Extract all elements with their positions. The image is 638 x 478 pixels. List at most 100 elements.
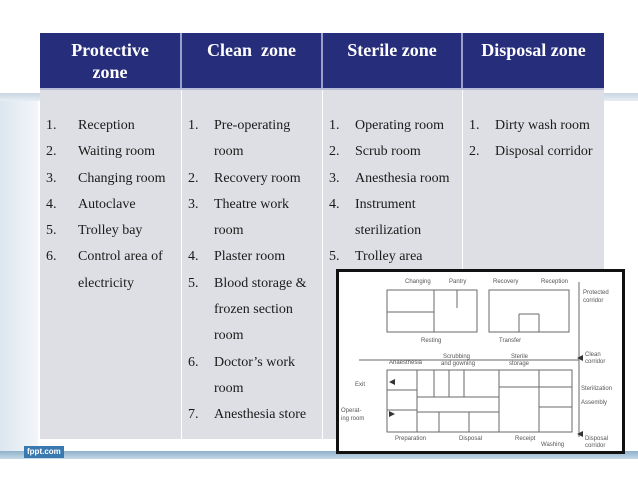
item-text: Disposal corridor bbox=[495, 144, 593, 160]
plan-label-clean-corridor: Clean bbox=[585, 352, 601, 358]
plan-label-reception: Reception bbox=[541, 279, 568, 285]
plan-label-pantry: Pantry bbox=[449, 279, 466, 285]
item-text: Theatre work bbox=[214, 196, 290, 212]
list-item: 6. Doctor’s work room bbox=[188, 350, 320, 403]
svg-text:storage: storage bbox=[509, 361, 530, 367]
item-text: Changing room bbox=[78, 170, 166, 186]
item-text: Reception bbox=[78, 118, 135, 133]
item-number: 1. bbox=[188, 118, 199, 133]
item-number: 4. bbox=[188, 249, 199, 265]
item-text: Scrub room bbox=[355, 144, 421, 160]
item-number: 5. bbox=[188, 275, 199, 291]
item-text: frozen section bbox=[214, 302, 293, 318]
plan-label-operating-room: Operat- bbox=[341, 408, 361, 414]
list-item: 2. Waiting room bbox=[46, 139, 180, 165]
plan-label-resting: Resting bbox=[421, 338, 441, 344]
list-item: 4.Plaster room bbox=[188, 244, 320, 270]
sterile-zone-list: 1. Operating room 2. Scrub room 3.Anesthesia… bbox=[329, 113, 461, 271]
plan-label-transfer: Transfer bbox=[499, 338, 521, 344]
item-number: 1. bbox=[329, 118, 340, 133]
plan-label-disposal: Disposal bbox=[459, 436, 482, 442]
item-text: Operating room bbox=[355, 118, 445, 133]
plan-label-sterilization: Sterilization bbox=[581, 386, 612, 392]
plan-label-anaesthesia: Anaesthesia bbox=[389, 360, 423, 366]
item-text: Dirty wash room bbox=[495, 118, 590, 133]
floor-plan-diagram: Changing Pantry Recovery Reception Prote… bbox=[336, 269, 625, 454]
item-number: 2. bbox=[329, 144, 340, 160]
item-number: 1. bbox=[46, 118, 57, 133]
slide-decoration-left bbox=[0, 101, 38, 451]
list-item: 2. Recovery room bbox=[188, 166, 320, 192]
item-number: 6. bbox=[46, 249, 57, 265]
list-item: 1.Dirty wash room bbox=[469, 113, 603, 139]
plan-label-disposal-corridor: Disposal bbox=[585, 436, 608, 442]
list-item: 4. Instrument sterilization bbox=[329, 192, 461, 245]
item-number: 4. bbox=[46, 196, 57, 212]
list-item: 5. Trolley area bbox=[329, 244, 461, 270]
item-text: Recovery room bbox=[214, 170, 301, 186]
plan-label-protected-corridor: Protected bbox=[583, 290, 609, 296]
item-text: sterilization bbox=[355, 223, 422, 239]
list-item: 2. Scrub room bbox=[329, 139, 461, 165]
item-text: room bbox=[214, 144, 244, 160]
item-text: room bbox=[214, 328, 244, 344]
list-item: 6. Control area of bbox=[46, 244, 180, 270]
item-text: Control area of bbox=[78, 249, 163, 265]
list-item: 5. Blood storage & frozen section room bbox=[188, 271, 320, 350]
item-text: Trolley area bbox=[355, 249, 423, 265]
plan-label-receipt: Receipt bbox=[515, 436, 536, 442]
svg-text:corridor: corridor bbox=[585, 359, 605, 365]
item-text: Autoclave bbox=[78, 196, 136, 212]
item-text: Doctor’s work bbox=[214, 354, 296, 370]
item-number: 3. bbox=[46, 170, 57, 186]
item-text: Instrument bbox=[355, 196, 416, 212]
plan-label-changing: Changing bbox=[405, 279, 431, 285]
list-item: 7.Anesthesia store bbox=[188, 402, 320, 428]
list-item: 1. Pre-operating room bbox=[188, 113, 320, 166]
list-item: 3. Changing room bbox=[46, 166, 180, 192]
svg-text:corridor: corridor bbox=[583, 298, 603, 304]
item-text: room bbox=[214, 380, 244, 396]
list-item: 1. Reception bbox=[46, 113, 180, 139]
item-text: Pre-operating bbox=[214, 118, 291, 133]
item-number: 2. bbox=[46, 144, 57, 160]
protective-zone-list: 1. Reception 2. Waiting room 3. Changing room… bbox=[46, 113, 180, 297]
item-text: Trolley bay bbox=[78, 223, 143, 239]
plan-label-washing: Washing bbox=[541, 442, 564, 448]
item-number: 2. bbox=[469, 144, 480, 160]
plan-label-preparation: Preparation bbox=[395, 436, 426, 442]
list-item: 2. Disposal corridor bbox=[469, 139, 603, 165]
plan-label-exit: Exit bbox=[355, 382, 365, 388]
item-number: 5. bbox=[46, 223, 57, 239]
item-number: 2. bbox=[188, 170, 199, 186]
item-number: 5. bbox=[329, 249, 340, 265]
fppt-logo: fppt.com bbox=[24, 446, 64, 458]
list-item: 4. Autoclave bbox=[46, 192, 180, 218]
header-sterile-zone: Sterile zone bbox=[323, 33, 461, 88]
item-text: Anesthesia store bbox=[214, 407, 307, 423]
disposal-zone-list: 1.Dirty wash room 2. Disposal corridor bbox=[469, 113, 603, 166]
item-text: Anesthesia room bbox=[355, 170, 450, 186]
plan-label-sterile-storage: Sterile bbox=[511, 354, 529, 360]
slide-decoration-bottom bbox=[0, 451, 638, 459]
list-item: 3.Anesthesia room bbox=[329, 166, 461, 192]
header-clean-zone: Clean zone bbox=[182, 33, 321, 88]
item-text: room bbox=[214, 223, 244, 239]
item-text-continued: electricity bbox=[78, 275, 134, 291]
floor-plan-drawing: Changing Pantry Recovery Reception Prote… bbox=[341, 279, 612, 449]
list-item: 1. Operating room bbox=[329, 113, 461, 139]
svg-text:ing room: ing room bbox=[341, 416, 364, 422]
item-text: Waiting room bbox=[78, 144, 156, 160]
item-number: 6. bbox=[188, 354, 199, 370]
item-number: 4. bbox=[329, 196, 340, 212]
plan-label-recovery: Recovery bbox=[493, 279, 518, 285]
plan-label-scrubbing: Scrubbing bbox=[443, 354, 470, 360]
item-text: Blood storage & bbox=[214, 275, 307, 291]
list-item: 5. Trolley bay bbox=[46, 218, 180, 244]
header-disposal-zone: Disposal zone bbox=[463, 33, 604, 88]
plan-label-assembly: Assembly bbox=[581, 400, 607, 406]
